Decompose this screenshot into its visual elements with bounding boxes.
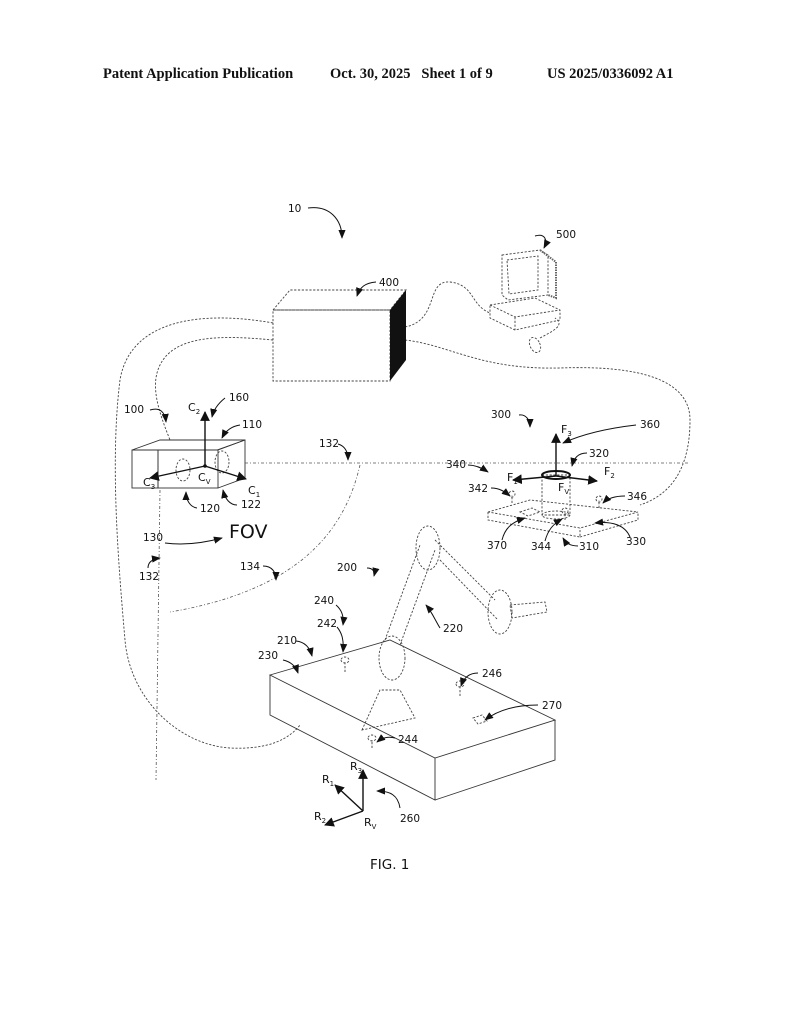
ref-400: 400 — [379, 277, 399, 289]
ref-346: 346 — [627, 491, 647, 503]
robot-axis-r2: R2 — [314, 810, 326, 825]
ref-320: 320 — [589, 448, 609, 460]
ref-200: 200 — [337, 562, 357, 574]
fixture-axis-f2: F2 — [604, 465, 615, 480]
fov-boundaries — [155, 462, 690, 781]
ref-344: 344 — [531, 541, 551, 553]
ref-132-left: 132 — [139, 571, 159, 583]
patent-number: US 2025/0336092 A1 — [547, 66, 674, 82]
fixture-assembly — [487, 470, 639, 538]
camera-axis-c2: C2 — [188, 401, 200, 416]
figure-caption: FIG. 1 — [370, 857, 409, 873]
leader-arrows — [147, 207, 637, 809]
robot-coordinate-frame — [324, 769, 368, 827]
robot-axis-r3: R3 — [350, 760, 362, 775]
ref-500: 500 — [556, 229, 576, 241]
ref-242: 242 — [317, 618, 337, 630]
computer-workstation — [489, 249, 561, 354]
ref-230: 230 — [258, 650, 278, 662]
ref-10: 10 — [288, 203, 301, 215]
ref-360: 360 — [640, 419, 660, 431]
ref-100: 100 — [124, 404, 144, 416]
ref-160: 160 — [229, 392, 249, 404]
fixture-origin-fv: FV — [558, 481, 569, 496]
patent-header: Patent Application Publication Oct. 30, … — [0, 66, 794, 86]
camera-axis-c1: C1 — [248, 484, 260, 499]
camera-coordinate-frame — [149, 411, 247, 482]
ref-120: 120 — [200, 503, 220, 515]
robot-platform — [268, 639, 557, 801]
fov-label: FOV — [229, 521, 268, 543]
robot-arm — [361, 525, 548, 731]
robot-origin-rv: RV — [364, 816, 377, 831]
robot-axis-r1: R1 — [322, 773, 334, 788]
cable-controller-to-fixture — [404, 339, 691, 506]
fixture-axis-f1: F1 — [507, 471, 518, 486]
ref-370: 370 — [487, 540, 507, 552]
camera-body — [131, 439, 246, 489]
date-and-sheet: Oct. 30, 2025 Sheet 1 of 9 — [330, 66, 493, 82]
fixture-coordinate-frame — [512, 433, 598, 485]
ref-134: 134 — [240, 561, 260, 573]
fixture-axis-f3: F3 — [561, 423, 572, 438]
ref-130: 130 — [143, 532, 163, 544]
publication-type: Patent Application Publication — [103, 66, 294, 82]
ref-244: 244 — [398, 734, 418, 746]
ref-300: 300 — [491, 409, 511, 421]
ref-240: 240 — [314, 595, 334, 607]
ref-220: 220 — [443, 623, 463, 635]
ref-310: 310 — [579, 541, 599, 553]
ref-330: 330 — [626, 536, 646, 548]
ref-210: 210 — [277, 635, 297, 647]
ref-132-top: 132 — [319, 438, 339, 450]
robot-markers — [340, 656, 488, 748]
ref-270: 270 — [542, 700, 562, 712]
ref-340: 340 — [446, 459, 466, 471]
ref-122: 122 — [241, 499, 261, 511]
camera-axis-c3: C3 — [143, 476, 155, 491]
ref-246: 246 — [482, 668, 502, 680]
cable-controller-to-computer — [404, 281, 491, 328]
camera-origin-cv: CV — [198, 471, 211, 486]
ref-342: 342 — [468, 483, 488, 495]
ref-110: 110 — [242, 419, 262, 431]
controller-box — [272, 289, 407, 382]
ref-260: 260 — [400, 813, 420, 825]
